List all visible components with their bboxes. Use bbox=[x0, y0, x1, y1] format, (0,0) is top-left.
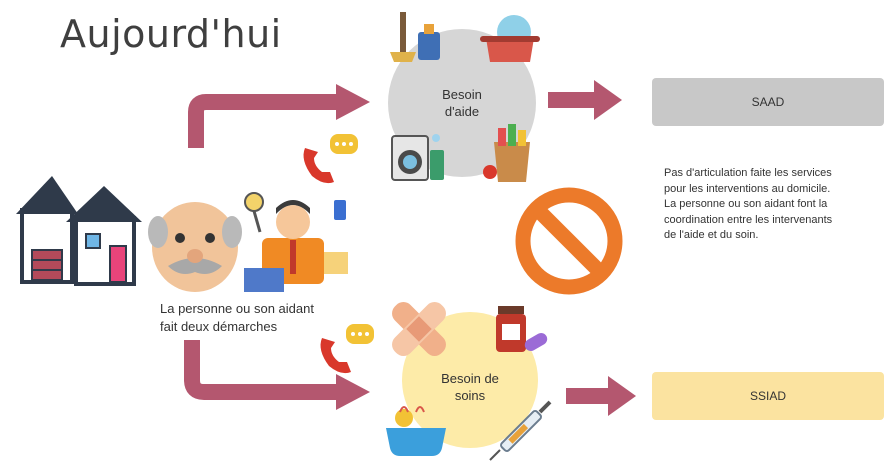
need-care-label: Besoin de soins bbox=[441, 371, 499, 403]
washing-machine-icon bbox=[391, 134, 444, 181]
saad-label: SAAD bbox=[751, 95, 785, 109]
need-help-label: Besoin d'aide bbox=[442, 87, 482, 119]
person-caption: La personne ou son aidant fait deux déma… bbox=[160, 301, 314, 334]
busy-caregiver-icon bbox=[244, 192, 348, 292]
bath-icon bbox=[386, 406, 446, 456]
elderly-person-icon bbox=[148, 202, 242, 292]
ssiad-label: SSIAD bbox=[749, 389, 786, 403]
prohibited-icon bbox=[515, 187, 623, 295]
medicine-icon bbox=[496, 306, 548, 352]
arrow-to-help bbox=[188, 84, 370, 148]
coordination-note: Pas d'articulation faite les services po… bbox=[664, 167, 833, 241]
house-icon bbox=[16, 176, 142, 286]
groceries-icon bbox=[483, 124, 530, 182]
arrow-to-saad bbox=[548, 80, 622, 120]
bandage-icon bbox=[392, 302, 446, 356]
arrow-to-care bbox=[184, 340, 370, 410]
cooking-icon bbox=[480, 15, 540, 62]
page-title: Aujourd'hui bbox=[60, 12, 282, 56]
syringe-icon bbox=[489, 400, 552, 461]
ssiad-box: SSIAD bbox=[652, 372, 884, 420]
saad-box: SAAD bbox=[652, 78, 884, 126]
phone-call-icon-top bbox=[303, 134, 358, 184]
phone-call-icon-bottom bbox=[320, 324, 374, 374]
cleaning-icon bbox=[390, 12, 440, 62]
arrow-to-ssiad bbox=[566, 376, 636, 416]
